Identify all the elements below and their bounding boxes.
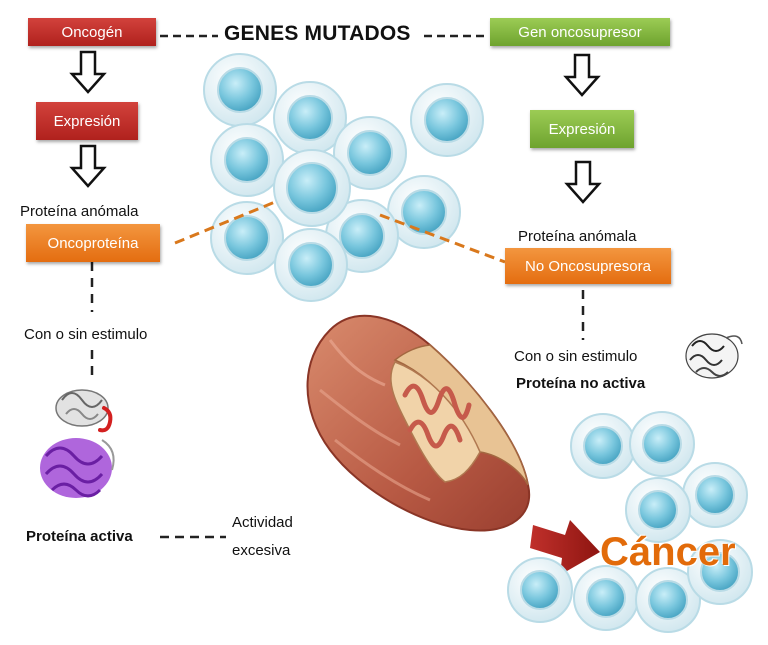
active-protein-label: Proteína activa	[26, 528, 133, 545]
cell-icon	[507, 557, 573, 623]
cell-icon	[410, 83, 484, 157]
arrow-to-cancer-icon	[530, 520, 600, 575]
cell-icon	[635, 567, 701, 633]
down-arrow-icon	[69, 50, 107, 94]
left-stimulus-text: Con o sin estimulo	[24, 326, 148, 343]
cell-cluster-top	[203, 53, 484, 302]
orange-link-right	[379, 213, 506, 264]
down-arrow-icon	[564, 160, 602, 204]
diagram-title: GENES MUTADOS	[224, 22, 411, 45]
cell-icon	[333, 116, 407, 190]
down-arrow-icon	[69, 144, 107, 188]
cell-icon	[387, 175, 461, 249]
no-oncosupresora-box: No Oncosupresora	[505, 248, 671, 284]
active-protein-icon	[40, 389, 115, 498]
inactive-protein-label: Proteína no activa	[516, 375, 646, 392]
orange-link-left	[174, 200, 276, 245]
cell-icon	[625, 477, 691, 543]
oncogen-box: Oncogén	[28, 18, 156, 46]
cell-icon	[682, 462, 748, 528]
oncoprotein-box: Oncoproteína	[26, 224, 160, 262]
cell-icon	[570, 413, 636, 479]
cell-icon	[210, 201, 284, 275]
right-protein-caption: Proteína anómala	[518, 228, 637, 245]
expression-box-left: Expresión	[36, 102, 138, 140]
cell-icon	[274, 228, 348, 302]
right-stimulus-text: Con o sin estimulo	[514, 348, 638, 365]
expression-box-right: Expresión	[530, 110, 634, 148]
cancer-label: Cáncer	[600, 530, 736, 574]
cell-icon	[203, 53, 277, 127]
mitochondria-illustration	[306, 314, 531, 532]
cell-icon	[210, 123, 284, 197]
cell-icon	[573, 565, 639, 631]
cell-cluster-bottom	[507, 411, 753, 633]
cell-icon	[629, 411, 695, 477]
left-protein-caption: Proteína anómala	[20, 203, 139, 220]
cell-icon	[273, 149, 351, 227]
activity-line-1: Actividad	[232, 514, 293, 531]
tumor-suppressor-box: Gen oncosupresor	[490, 18, 670, 46]
inactive-protein-icon	[685, 333, 743, 379]
cell-icon	[687, 539, 753, 605]
down-arrow-icon	[563, 53, 601, 97]
activity-line-2: excesiva	[232, 542, 291, 559]
cell-icon	[273, 81, 347, 155]
